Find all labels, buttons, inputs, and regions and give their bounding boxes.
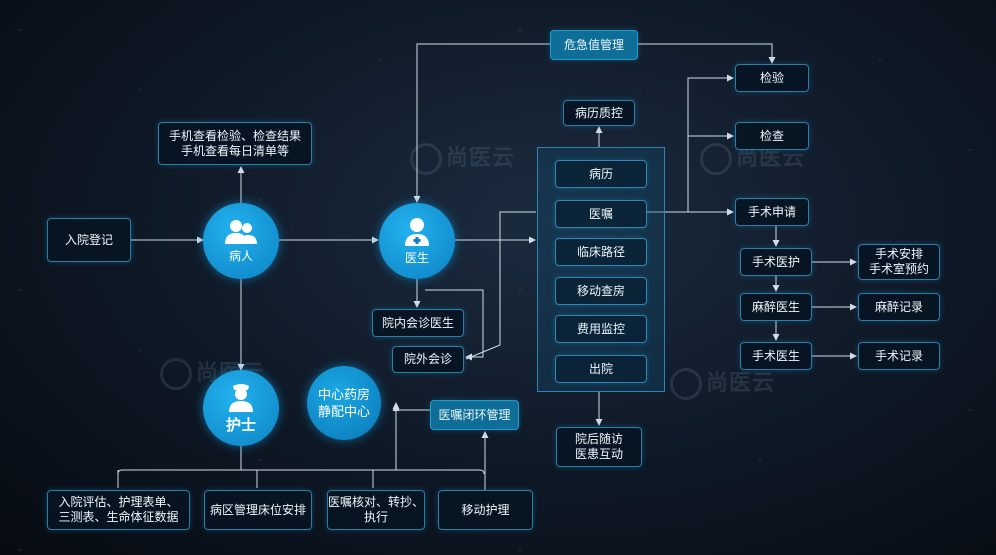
- surgery-nurse-box[interactable]: 手术医护: [740, 248, 812, 276]
- patients-icon: [225, 219, 257, 244]
- anesthesia-record-box[interactable]: 麻醉记录: [858, 293, 940, 321]
- watermark-logo: 尚医云: [670, 365, 775, 400]
- nurse-label: 护士: [225, 415, 256, 434]
- anesthetist-box[interactable]: 麻醉医生: [740, 293, 812, 321]
- doctor-icon: [405, 217, 429, 246]
- patient-node[interactable]: 病人: [203, 203, 279, 279]
- patient-label: 病人: [228, 248, 253, 263]
- record-qc-box[interactable]: 病历质控: [563, 100, 635, 126]
- panel-item[interactable]: 费用监控: [555, 315, 647, 343]
- nurse-icon: [229, 383, 253, 412]
- order-verify-box[interactable]: 医嘱核对、转抄、 执行: [327, 490, 425, 530]
- lab-box[interactable]: 检验: [735, 64, 809, 92]
- internal-consult-box[interactable]: 院内会诊医生: [372, 309, 464, 337]
- nurse-node[interactable]: 护士: [203, 370, 279, 446]
- panel-item[interactable]: 出院: [555, 355, 647, 383]
- panel-item[interactable]: 移动查房: [555, 277, 647, 305]
- admission-box[interactable]: 入院登记: [47, 218, 131, 262]
- order-loop-box[interactable]: 医嘱闭环管理: [430, 400, 519, 430]
- ward-bed-box[interactable]: 病区管理床位安排: [204, 490, 312, 530]
- doctor-function-panel: 病历 医嘱 临床路径 移动查房 费用监控 出院: [537, 147, 665, 392]
- followup-box[interactable]: 院后随访 医患互动: [556, 427, 642, 467]
- watermark-logo: 尚医云: [410, 140, 515, 175]
- watermark-logo: 尚医云: [700, 140, 805, 175]
- surgery-request-box[interactable]: 手术申请: [735, 198, 809, 226]
- exam-box[interactable]: 检查: [735, 122, 809, 150]
- pharmacy-node[interactable]: 中心药房 静配中心: [307, 366, 381, 440]
- panel-item[interactable]: 医嘱: [555, 200, 647, 228]
- nursing-eval-box[interactable]: 入院评估、护理表单、 三测表、生命体征数据: [47, 490, 190, 530]
- surgery-schedule-box[interactable]: 手术安排 手术室预约: [858, 244, 940, 280]
- doctor-node[interactable]: 医生: [379, 203, 455, 279]
- doctor-label: 医生: [404, 250, 429, 265]
- mobile-nursing-box[interactable]: 移动护理: [438, 490, 533, 530]
- pharmacy-label: 中心药房 静配中心: [317, 388, 370, 420]
- critical-value-box[interactable]: 危急值管理: [550, 30, 638, 60]
- panel-item[interactable]: 临床路径: [555, 238, 647, 266]
- panel-item[interactable]: 病历: [555, 160, 647, 188]
- surgeon-box[interactable]: 手术医生: [740, 342, 812, 370]
- mobile-query-box[interactable]: 手机查看检验、检查结果 手机查看每日清单等: [158, 122, 312, 165]
- surgery-record-box[interactable]: 手术记录: [858, 342, 940, 370]
- external-consult-box[interactable]: 院外会诊: [392, 346, 464, 373]
